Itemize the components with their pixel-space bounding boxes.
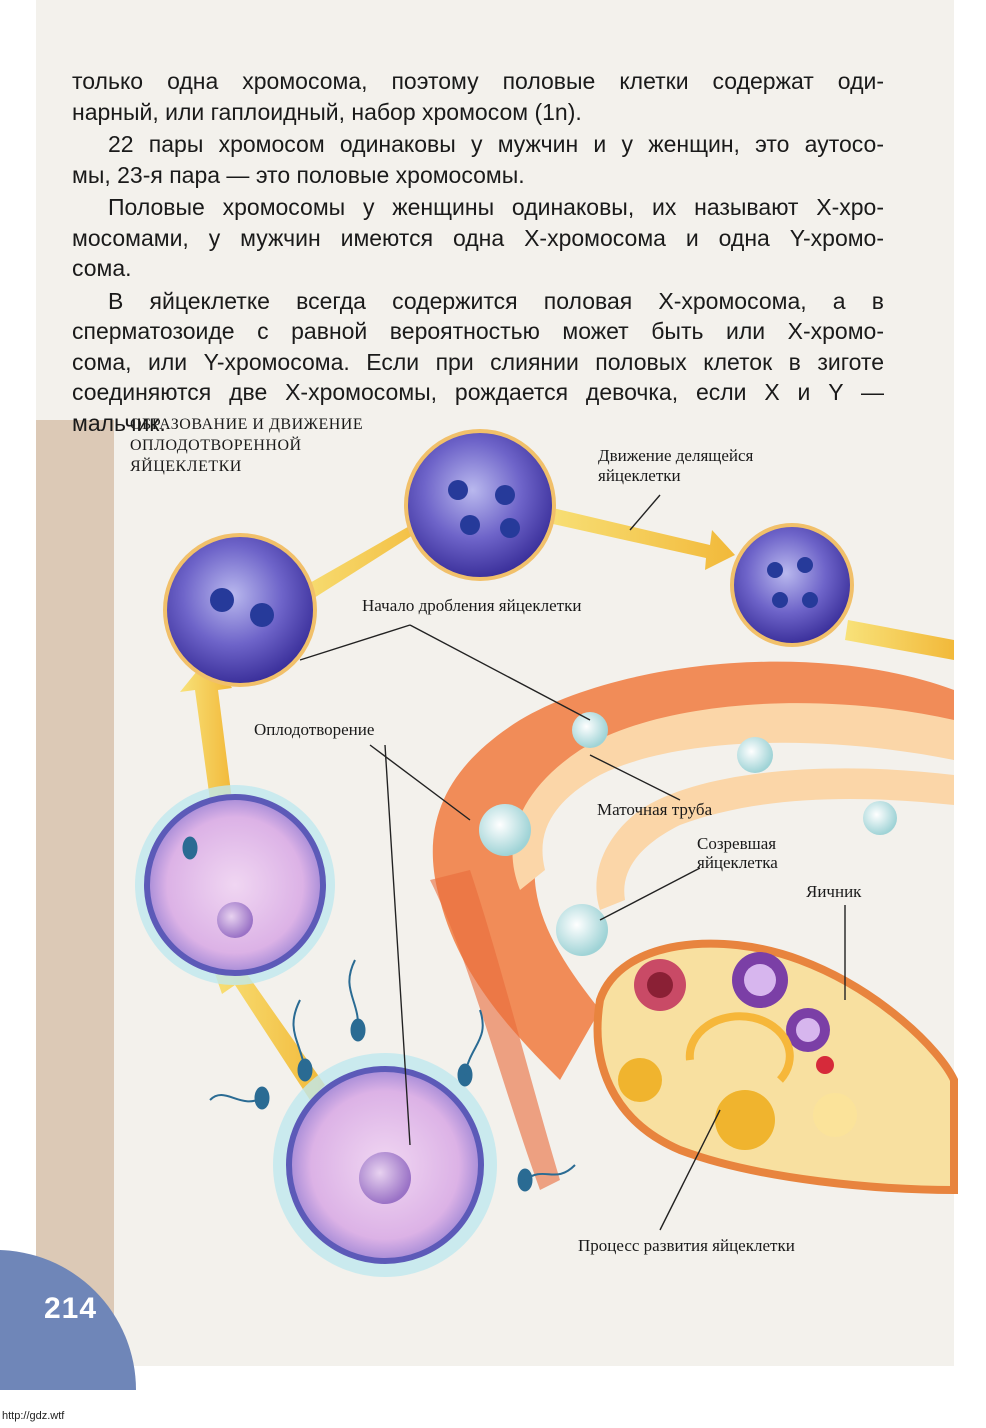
diagram-title-line-3: ЯЙЦЕКЛЕТКИ [130, 458, 242, 475]
multi-cell-zygote [730, 523, 854, 647]
label-ovary: Яичник [806, 882, 862, 901]
text-line: нарный, или гаплоидный, набор хромосом (… [72, 98, 582, 125]
text-line: мальчик. [72, 409, 166, 436]
paragraph-1: только одна хромосома, поэтому половые к… [72, 66, 884, 127]
body-text: только одна хромосома, поэтому половые к… [72, 66, 884, 440]
page-side-bar [36, 420, 114, 1366]
label-movement-line-2: яйцеклетки [598, 466, 681, 485]
text-line: сома. [72, 255, 132, 281]
paragraph-2: 22 пары хромосом одинаковы у мужчин и у … [72, 129, 884, 190]
label-egg-development: Процесс развития яйцеклетки [578, 1236, 795, 1255]
text-line: соединяются две X-хромосомы, рождается д… [72, 379, 884, 405]
label-fallopian-tube: Маточная труба [597, 800, 713, 819]
fallopian-tube-illustration [430, 661, 955, 1190]
diagram-title-line-2: ОПЛОДОТВОРЕННОЙ [130, 437, 302, 454]
text-line: Половые хромосомы у женщины одинаковы, и… [108, 194, 884, 220]
text-line: сперматозоиде с равной вероятностью може… [72, 318, 884, 344]
egg-with-sperm [273, 1053, 497, 1277]
page-number: 214 [44, 1292, 98, 1325]
footer-url[interactable]: http://gdz.wtf [2, 1410, 65, 1422]
sperm-cells [182, 836, 576, 1192]
text-line: В яйцеклетке всегда содержится половая X… [108, 287, 884, 314]
two-cell-zygote [163, 533, 317, 687]
paragraph-3: Половые хромосомы у женщины одинаковы, и… [72, 192, 884, 284]
text-line: только одна хромосома, поэтому половые к… [72, 68, 884, 94]
label-movement-line-1: Движение делящейся [598, 446, 754, 465]
label-mature-egg-line-2: яйцеклетка [697, 853, 778, 872]
text-line: 22 пары хромосом одинаковы у мужчин и у … [108, 131, 884, 157]
fertilized-egg [135, 785, 335, 985]
label-fertilization: Оплодотворение [254, 720, 375, 739]
four-cell-zygote [404, 429, 556, 581]
text-line: сома, или Y-хромосома. Если при слиянии … [72, 348, 884, 375]
label-leader-lines [299, 494, 846, 1231]
tube-cells [479, 712, 897, 956]
diagram-title-line-1: ОБРАЗОВАНИЕ И ДВИЖЕНИЕ [130, 416, 364, 433]
ovary-illustration [593, 939, 958, 1195]
text-line: мосомами, у мужчин имеются одна X-хромос… [72, 224, 884, 251]
label-mature-egg-line-1: Созревшая [697, 834, 777, 853]
label-cleavage: Начало дробления яйцеклетки [362, 596, 582, 615]
paragraph-4: В яйцеклетке всегда содержится половая X… [72, 286, 884, 439]
text-line: мы, 23-я пара — это половые хромосомы. [72, 161, 525, 188]
